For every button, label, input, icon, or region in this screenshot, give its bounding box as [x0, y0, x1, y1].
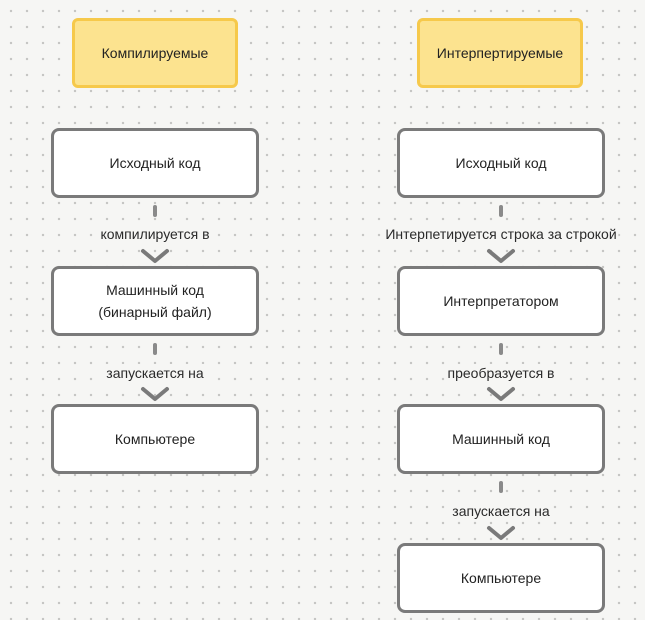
interpreted-computer-node: Компьютере	[397, 543, 605, 613]
compiled-machine-code-node: Машинный код (бинарный файл)	[51, 266, 259, 336]
connector-line	[499, 205, 503, 217]
interpreted-machine-code-node: Машинный код	[397, 404, 605, 474]
connector-line	[153, 343, 157, 355]
edge-label-compiles-to: компилируется в	[98, 225, 212, 243]
edge-label-runs-on: запускается на	[450, 502, 552, 520]
node-label: Компьютере	[114, 431, 196, 447]
edge-label-interpreted-line-by-line: Интерпетируется строка за строкой	[383, 225, 619, 243]
arrow-down-icon	[141, 249, 169, 263]
compiled-header-label: Компилируемые	[101, 45, 209, 61]
compiled-header: Компилируемые	[72, 18, 238, 88]
connector-line	[499, 481, 503, 493]
interpreted-header-label: Интерпертируемые	[436, 45, 564, 61]
node-label: Исходный код	[109, 155, 201, 171]
compiled-computer-node: Компьютере	[51, 404, 259, 474]
node-label-line1: Машинный код	[106, 282, 204, 298]
interpreter-node: Интерпретатором	[397, 266, 605, 336]
node-label-line2: (бинарный файл)	[98, 304, 212, 320]
interpreted-header: Интерпертируемые	[417, 18, 583, 88]
arrow-down-icon	[487, 387, 515, 401]
interpreted-source-code-node: Исходный код	[397, 128, 605, 198]
connector-line	[153, 205, 157, 217]
arrow-down-icon	[141, 387, 169, 401]
node-label: Компьютере	[460, 570, 542, 586]
node-label: Исходный код	[455, 155, 547, 171]
node-label: Машинный код	[452, 431, 550, 447]
compiled-source-code-node: Исходный код	[51, 128, 259, 198]
node-label: Интерпретатором	[443, 293, 559, 309]
arrow-down-icon	[487, 526, 515, 540]
edge-label-runs-on: запускается на	[104, 364, 206, 382]
edge-label-converts-to: преобразуется в	[445, 364, 557, 382]
arrow-down-icon	[487, 249, 515, 263]
connector-line	[499, 343, 503, 355]
